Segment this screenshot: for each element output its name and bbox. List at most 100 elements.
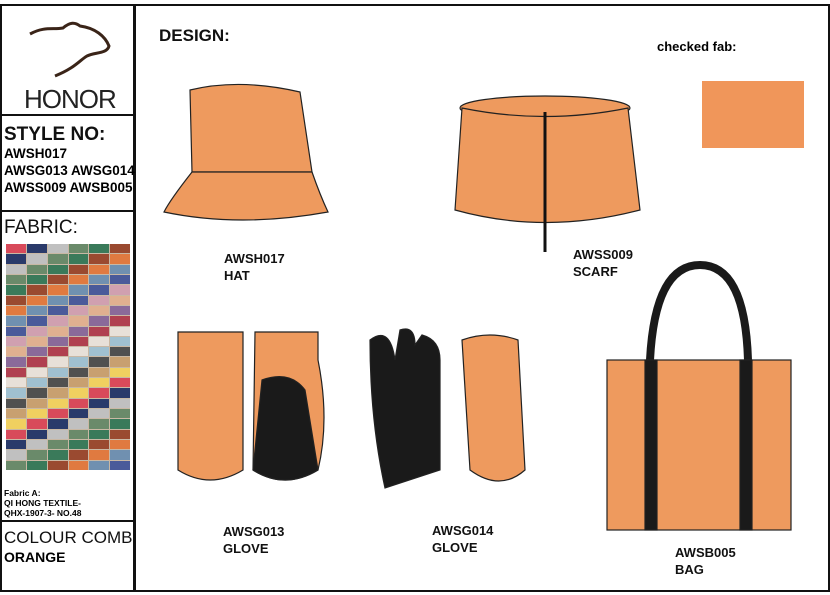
fabric-chip (47, 440, 68, 450)
divider (0, 210, 135, 212)
fabric-chip (89, 264, 110, 274)
fabric-chip (110, 367, 130, 378)
fabric-chip (47, 316, 68, 326)
fabric-chip (47, 254, 68, 264)
divider (0, 114, 135, 116)
fabric-chip (89, 460, 110, 470)
fabric-line: QI HONG TEXTILE- (4, 498, 81, 508)
item-name: GLOVE (223, 541, 269, 556)
fabric-chip (89, 295, 110, 305)
fabric-chip (110, 409, 130, 419)
fabric-chip (89, 398, 110, 409)
fabric-chip (110, 295, 130, 305)
fabric-chip (6, 419, 26, 429)
fabric-line: Fabric A: (4, 488, 41, 498)
fabric-chip (89, 326, 110, 336)
fabric-chip (26, 460, 47, 470)
fabric-chip (47, 367, 68, 378)
fabric-chip (110, 398, 130, 409)
fabric-chip (47, 285, 68, 295)
fabric-chip (110, 244, 130, 254)
fabric-chip (68, 264, 89, 274)
fabric-chip (68, 316, 89, 326)
fabric-chip (68, 429, 89, 440)
fabric-chip (26, 378, 47, 388)
fabric-chip (47, 326, 68, 336)
fabric-chip (89, 429, 110, 440)
fabric-chip (26, 295, 47, 305)
fabric-chip (110, 336, 130, 347)
style-no-line: AWSS009 AWSB005 (4, 180, 133, 195)
fabric-chip (6, 378, 26, 388)
fabric-chip (6, 274, 26, 285)
fabric-chip (6, 244, 26, 254)
fabric-chip (26, 398, 47, 409)
fabric-chip (6, 398, 26, 409)
fabric-chip (68, 419, 89, 429)
fabric-chip (47, 357, 68, 367)
fabric-chip (26, 326, 47, 336)
fabric-chip (6, 440, 26, 450)
mitten-glove-drawing (177, 331, 325, 481)
item-code: AWSG014 (432, 523, 494, 538)
design-title: DESIGN: (159, 26, 230, 45)
fabric-chip (89, 244, 110, 254)
fabric-chip (26, 274, 47, 285)
fabric-chip (47, 398, 68, 409)
fabric-chip (110, 254, 130, 264)
fabric-chip (89, 419, 110, 429)
fabric-chip (68, 398, 89, 409)
fabric-chip (110, 419, 130, 429)
fabric-chip (89, 347, 110, 357)
fabric-chip (47, 244, 68, 254)
item-name: HAT (224, 268, 250, 283)
five-finger-glove-drawing (369, 328, 526, 489)
fabric-chip (6, 326, 26, 336)
fabric-chip (89, 336, 110, 347)
fabric-chip (68, 244, 89, 254)
bag-drawing (606, 260, 792, 531)
fabric-chip (110, 429, 130, 440)
fabric-chip (89, 254, 110, 264)
fabric-chip (89, 378, 110, 388)
fabric-chip (68, 347, 89, 357)
fabric-chip (89, 274, 110, 285)
style-no-title: STYLE NO: (4, 124, 106, 145)
fabric-chip (47, 347, 68, 357)
fabric-chip (47, 429, 68, 440)
fabric-chip (26, 429, 47, 440)
fabric-chip (6, 254, 26, 264)
fabric-chip (47, 460, 68, 470)
fabric-chip (26, 347, 47, 357)
fabric-chip (110, 264, 130, 274)
item-code: AWSS009 (573, 247, 633, 262)
hat-drawing (163, 83, 329, 221)
fabric-line: QHX-1907-3- NO.48 (4, 508, 82, 518)
fabric-chip (26, 388, 47, 398)
fabric-chip (110, 460, 130, 470)
scarf-drawing (454, 95, 641, 252)
fabric-chip (89, 305, 110, 316)
fabric-chip (68, 450, 89, 460)
fabric-chip (6, 285, 26, 295)
checked-fab-label: checked fab: (657, 39, 737, 54)
fabric-chip (26, 440, 47, 450)
fabric-chip (68, 305, 89, 316)
fabric-chip (110, 378, 130, 388)
fabric-color-card (6, 244, 130, 470)
fabric-chip (26, 285, 47, 295)
item-code: AWSB005 (675, 545, 736, 560)
fabric-chip (6, 316, 26, 326)
fabric-chip (47, 419, 68, 429)
fabric-chip (89, 367, 110, 378)
design-panel (134, 4, 830, 592)
colour-value: ORANGE (4, 549, 66, 565)
fabric-chip (47, 295, 68, 305)
fabric-chip (6, 388, 26, 398)
fabric-chip (68, 295, 89, 305)
fabric-chip (68, 409, 89, 419)
fabric-chip (6, 409, 26, 419)
checked-fab-swatch (702, 81, 804, 148)
fabric-chip (68, 285, 89, 295)
item-code: AWSG013 (223, 524, 285, 539)
